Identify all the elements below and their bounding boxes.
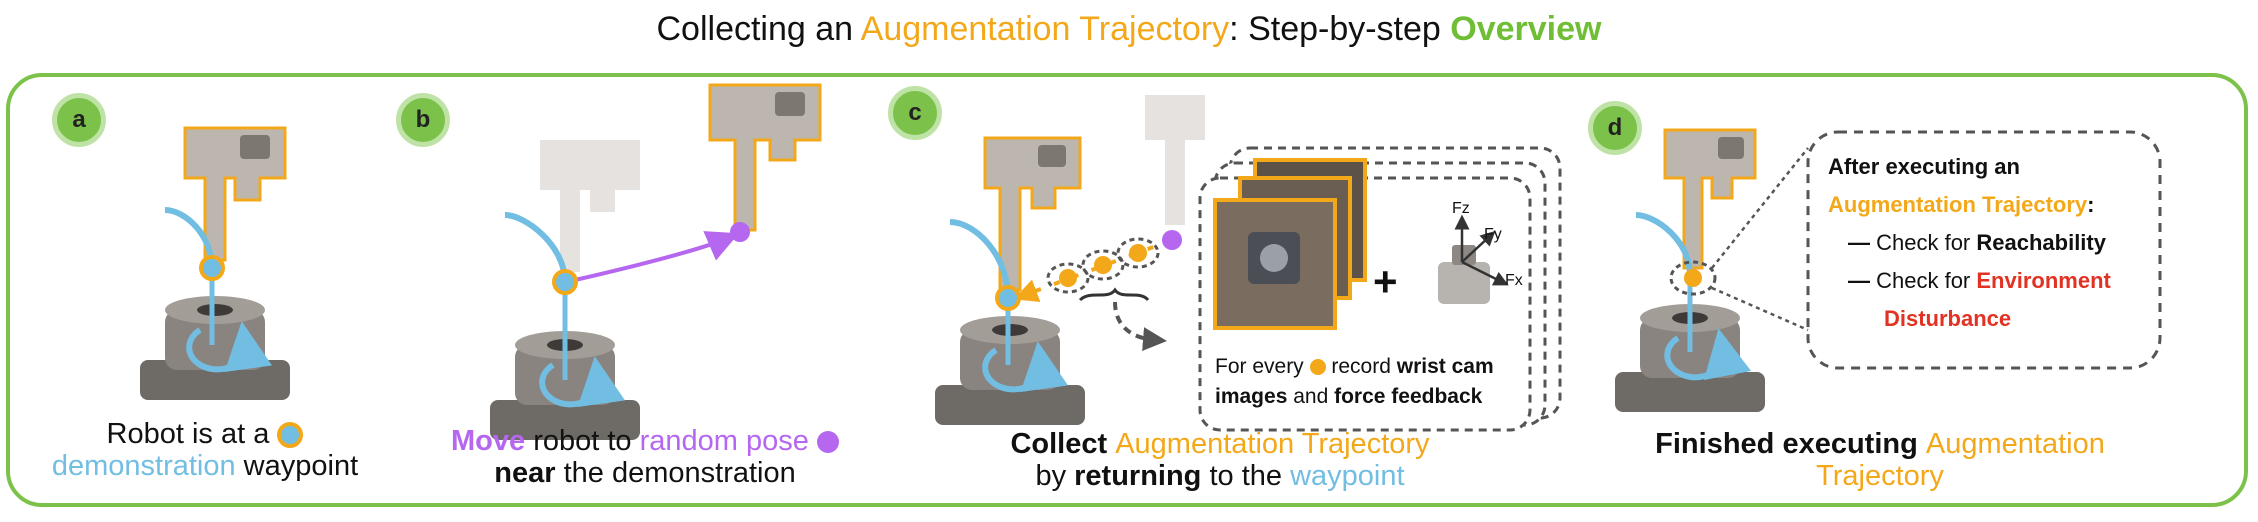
title-highlight-augmentation: Augmentation Trajectory [860, 10, 1230, 48]
caption-c-waypoint: waypoint [1290, 460, 1405, 492]
waypoint-dot [199, 255, 225, 281]
gripper-a [183, 126, 287, 262]
gripper-d [1663, 128, 1757, 270]
badge-b: b [396, 93, 450, 147]
info-reachability: Reachability [1976, 230, 2106, 255]
badge-c: c [888, 86, 942, 140]
record-box-text: For every record wrist cam images and fo… [1215, 352, 1494, 412]
record-force-feedback: force feedback [1334, 385, 1483, 408]
title-text: Collecting an [656, 10, 861, 48]
caption-c-collect: Collect [1010, 428, 1116, 460]
caption-d-aug1: Augmentation [1925, 428, 2105, 460]
caption-c-by: by [1035, 460, 1075, 492]
record-images: images [1215, 385, 1288, 408]
caption-c-to: to the [1201, 460, 1291, 492]
gripper-c [983, 136, 1082, 292]
caption-b-rest: the demonstration [555, 457, 796, 489]
waypoint-dot [552, 269, 578, 295]
info-check-1: Check for [1870, 230, 1977, 255]
plus-sign: + [1373, 258, 1398, 305]
gripper-b-random [708, 83, 822, 232]
caption-a-demonstration: demonstration [51, 450, 236, 482]
label-fz: Fz [1452, 200, 1470, 217]
info-disturbance: Disturbance [1884, 306, 2012, 331]
record-line1-pre: For every [1215, 355, 1304, 378]
info-check-2: Check for [1870, 268, 1977, 293]
record-and: and [1287, 385, 1335, 408]
title-text-2: : Step-by-step [1229, 10, 1451, 48]
caption-c: Collect Augmentation Trajectory by retur… [960, 428, 1480, 492]
info-environment: Environment [1976, 268, 2111, 293]
caption-d-aug2: Trajectory [1816, 460, 1944, 492]
caption-d: Finished executing Augmentation Trajecto… [1620, 428, 2140, 492]
info-box-text: After executing an Augmentation Trajecto… [1828, 148, 2111, 338]
caption-b-near: near [494, 457, 556, 489]
record-wrist-cam: wrist cam [1396, 355, 1494, 378]
caption-c-aug: Augmentation Trajectory [1115, 428, 1430, 460]
info-aug: Augmentation Trajectory [1828, 192, 2088, 217]
outer-frame [6, 73, 2248, 507]
badge-d: d [1588, 101, 1642, 155]
force-sensor-icon [1438, 214, 1509, 304]
title-highlight-overview: Overview [1450, 10, 1602, 48]
panel-b-illustration [490, 83, 822, 440]
caption-a-waypoint: waypoint [235, 450, 359, 482]
badge-a: a [52, 93, 106, 147]
record-dot-icon [1309, 359, 1326, 376]
panel-c-illustration [935, 95, 1562, 432]
info-box [1806, 130, 2162, 370]
record-line1-mid: record [1325, 355, 1397, 378]
label-fx: Fx [1505, 272, 1523, 289]
info-colon: : [2087, 192, 2095, 217]
random-pose-dot [730, 222, 750, 242]
waypoint-icon [277, 422, 304, 449]
figure-title: Collecting an Augmentation Trajectory: S… [0, 10, 2258, 49]
socket-a [140, 296, 290, 400]
random-pose-icon [816, 431, 839, 454]
caption-b-random-pose: random pose [639, 425, 809, 457]
caption-a: Robot is at a demonstration waypoint [40, 418, 370, 482]
caption-b-mid: robot to [525, 425, 640, 457]
info-dash-2: — [1848, 268, 1870, 293]
ghost-gripper-b [540, 140, 640, 272]
caption-a-line1: Robot is at a [106, 418, 270, 450]
info-heading: After executing an [1828, 154, 2020, 179]
info-dash-1: — [1848, 230, 1870, 255]
caption-b-move: Move [451, 425, 526, 457]
caption-d-finished: Finished executing [1655, 428, 1926, 460]
label-fy: Fy [1484, 226, 1502, 243]
ghost-gripper-c [1145, 95, 1205, 225]
panel-d-illustration [1615, 128, 2162, 412]
caption-c-returning: returning [1074, 460, 1202, 492]
caption-b: Move robot to random pose near the demon… [430, 425, 860, 489]
panel-a-illustration [140, 126, 290, 400]
